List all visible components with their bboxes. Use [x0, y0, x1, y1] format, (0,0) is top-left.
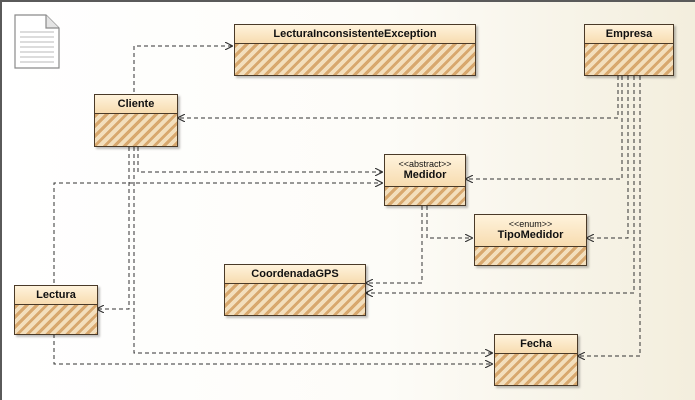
class-fecha[interactable]: Fecha — [494, 334, 578, 386]
edge-lectura-fecha — [53, 334, 492, 364]
class-body — [475, 247, 586, 265]
class-name: Medidor — [403, 169, 447, 181]
class-lectura[interactable]: Lectura — [14, 285, 98, 335]
class-body — [585, 44, 673, 75]
class-name: Empresa — [605, 28, 653, 40]
class-body — [15, 305, 97, 334]
class-name: Cliente — [117, 98, 155, 110]
edge-cliente-fecha — [133, 147, 492, 353]
class-empresa[interactable]: Empresa — [584, 24, 674, 76]
edge-empresa-coordenada — [366, 76, 635, 293]
class-stereotype: <<abstract>> — [398, 159, 452, 169]
class-coordenada-gps[interactable]: CoordenadaGPS — [224, 264, 366, 316]
class-body — [495, 354, 577, 385]
edge-medidor-coordenada — [366, 206, 423, 283]
edge-cliente-medidor — [137, 147, 382, 172]
edge-empresa-fecha — [578, 76, 641, 356]
class-name: TipoMedidor — [497, 229, 564, 241]
edge-lectura-medidor — [53, 183, 382, 283]
class-name: Lectura — [36, 289, 76, 301]
class-lectura-inconsistente-exception[interactable]: LecturaInconsistenteException — [234, 24, 476, 76]
class-medidor[interactable]: <<abstract>> Medidor — [384, 154, 466, 206]
class-body — [95, 114, 177, 146]
edge-empresa-tipomedidor — [587, 76, 629, 238]
class-name: LecturaInconsistenteException — [273, 28, 437, 40]
edge-medidor-tipomedidor — [426, 206, 472, 238]
edge-cliente-lectura — [97, 147, 130, 309]
edge-empresa-medidor — [466, 76, 623, 179]
class-body — [225, 284, 365, 315]
class-cliente[interactable]: Cliente — [94, 94, 178, 147]
class-body — [385, 187, 465, 205]
edge-cliente-exception — [133, 46, 232, 92]
class-body — [235, 44, 475, 75]
class-name: Fecha — [520, 338, 552, 350]
note-icon — [14, 14, 60, 69]
class-stereotype: <<enum>> — [508, 219, 553, 229]
class-tipo-medidor[interactable]: <<enum>> TipoMedidor — [474, 214, 587, 266]
edge-empresa-cliente — [178, 76, 619, 118]
class-name: CoordenadaGPS — [251, 268, 339, 280]
